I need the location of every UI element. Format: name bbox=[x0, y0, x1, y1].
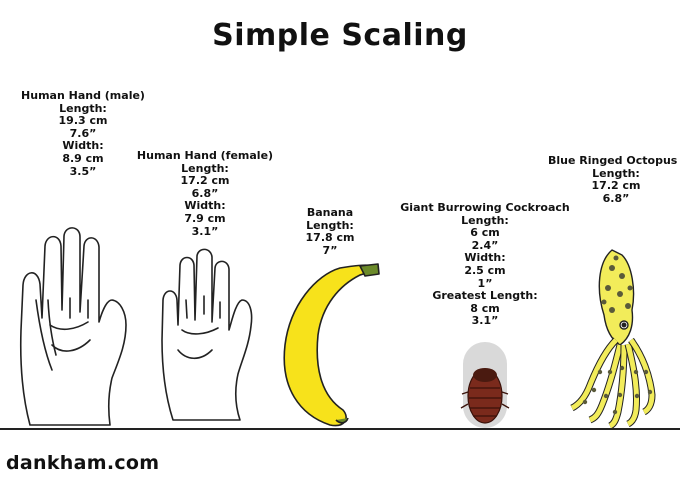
cockroach-line: 2.4” bbox=[471, 238, 499, 252]
cockroach-line: 2.5 cm bbox=[464, 263, 506, 277]
female-hand-line: 17.2 cm bbox=[180, 174, 230, 188]
female-hand-line: 7.9 cm bbox=[184, 211, 226, 225]
female-hand-name: Human Hand (female) bbox=[136, 149, 274, 162]
male-hand-line: 8.9 cm bbox=[62, 151, 104, 165]
male-hand-icon bbox=[19, 227, 127, 426]
cockroach-name: Giant Burrowing Cockroach bbox=[400, 201, 570, 214]
cockroach-icon bbox=[460, 342, 510, 428]
female-hand-icon bbox=[161, 248, 253, 421]
cockroach-label: Giant Burrowing Cockroach Length: 6 cm 2… bbox=[390, 201, 580, 328]
male-hand-line: 19.3 cm bbox=[58, 114, 108, 128]
male-hand-name: Human Hand (male) bbox=[21, 89, 145, 102]
banana-line: 17.8 cm bbox=[305, 231, 355, 245]
octopus-icon bbox=[570, 249, 656, 430]
male-hand-label: Human Hand (male) Length: 19.3 cm 7.6” W… bbox=[18, 89, 148, 178]
banana-line: Length: bbox=[306, 218, 354, 232]
octopus-line: Length: bbox=[592, 166, 640, 180]
octopus-line: 17.2 cm bbox=[591, 179, 641, 193]
male-hand-line: Width: bbox=[62, 139, 104, 153]
ground-line bbox=[0, 428, 680, 430]
female-hand-line: 3.1” bbox=[191, 224, 219, 238]
banana-name: Banana bbox=[306, 206, 354, 219]
male-hand-line: 7.6” bbox=[69, 126, 97, 140]
male-hand-line: 3.5” bbox=[69, 164, 97, 178]
cockroach-line: Width: bbox=[464, 251, 506, 265]
female-hand-line: 6.8” bbox=[191, 186, 219, 200]
cockroach-line: 3.1” bbox=[471, 314, 499, 328]
page-title: Simple Scaling bbox=[212, 18, 468, 53]
cockroach-line: Greatest Length: bbox=[432, 289, 538, 303]
male-hand-line: Length: bbox=[59, 101, 107, 115]
female-hand-line: Length: bbox=[181, 161, 229, 175]
cockroach-line: Length: bbox=[461, 213, 509, 227]
octopus-label: Blue Ringed Octopus Length: 17.2 cm 6.8” bbox=[548, 155, 680, 205]
banana-label: Banana Length: 17.8 cm 7” bbox=[290, 206, 370, 257]
female-hand-label: Human Hand (female) Length: 17.2 cm 6.8”… bbox=[130, 149, 280, 238]
cockroach-line: 1” bbox=[477, 276, 493, 290]
cockroach-line: 6 cm bbox=[470, 226, 500, 240]
footer-site-link[interactable]: dankham.com bbox=[6, 452, 160, 474]
octopus-line: 6.8” bbox=[602, 191, 630, 205]
octopus-name: Blue Ringed Octopus bbox=[548, 155, 678, 167]
banana-line: 7” bbox=[322, 243, 338, 257]
banana-icon bbox=[283, 263, 380, 427]
female-hand-line: Width: bbox=[184, 199, 226, 213]
cockroach-line: 8 cm bbox=[470, 301, 500, 315]
